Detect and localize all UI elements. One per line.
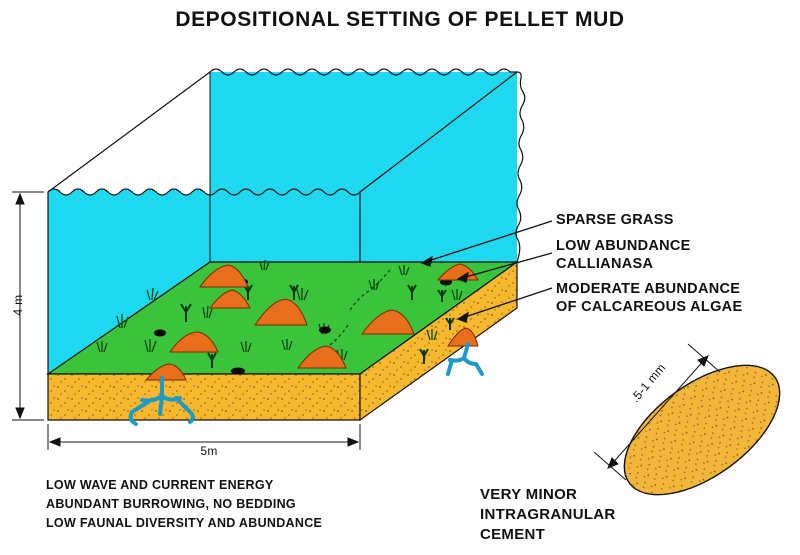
cement-note: VERY MINOR INTRAGRANULAR CEMENT xyxy=(480,485,616,545)
note-energy: LOW WAVE AND CURRENT ENERGY xyxy=(46,478,274,492)
callout-callianasa-line1: LOW ABUNDANCE xyxy=(556,238,691,254)
callout-sparse-grass: SPARSE GRASS xyxy=(556,212,674,228)
sediment-block xyxy=(47,260,518,422)
calcareous-algae xyxy=(180,284,455,368)
note-diversity: LOW FAUNAL DIVERSITY AND ABUNDANCE xyxy=(46,516,323,530)
burrow-networks xyxy=(128,342,484,426)
callianasa-mounds xyxy=(144,263,479,381)
grain-dimension xyxy=(593,343,721,481)
callout-algae-line1: MODERATE ABUNDANCE xyxy=(556,281,741,297)
width-dimension xyxy=(47,424,361,450)
cement-line2: INTRAGRANULAR xyxy=(480,506,616,523)
water-surface xyxy=(47,68,526,263)
depth-label: 4 m xyxy=(11,294,25,316)
callout-leaders xyxy=(420,220,553,323)
page-title: DEPOSITIONAL SETTING OF PELLET MUD xyxy=(175,8,625,31)
cement-line3: CEMENT xyxy=(480,526,546,543)
cement-line1: VERY MINOR xyxy=(480,486,578,503)
callout-callianasa-line2: CALLIANASA xyxy=(556,256,654,272)
pellet-grain xyxy=(623,364,781,496)
notes-list: LOW WAVE AND CURRENT ENERGY ABUNDANT BUR… xyxy=(46,476,322,533)
note-burrowing: ABUNDANT BURROWING, NO BEDDING xyxy=(46,497,296,511)
depth-dimension xyxy=(12,191,44,421)
callout-algae-line2: OF CALCAREOUS ALGAE xyxy=(556,299,743,315)
width-label: 5m xyxy=(200,444,218,458)
